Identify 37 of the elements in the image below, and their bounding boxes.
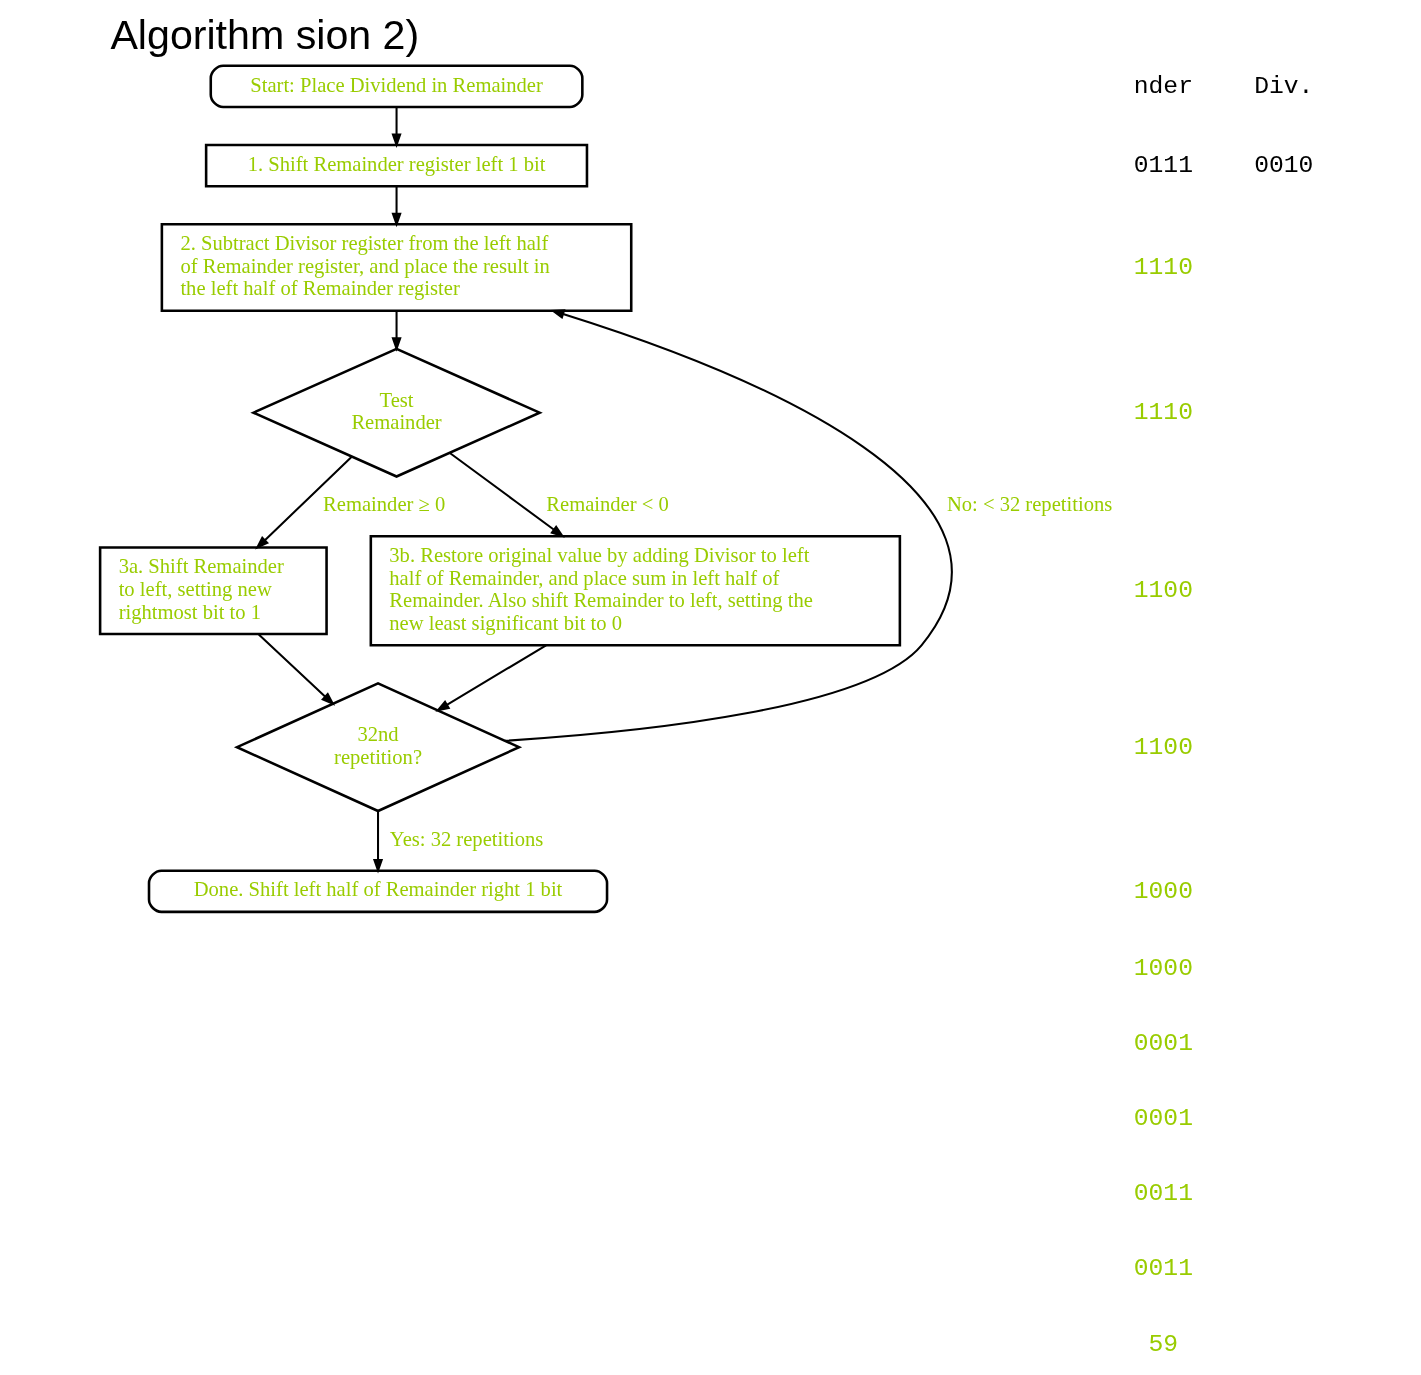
label: 0011 <box>1133 1179 1193 1208</box>
node-box: 3b. Restore original value by adding Divisor to left half of Remainder, and place sum in left half of Remainder. Also shift Remainder to left, setting the new least significant bit to 0 <box>369 534 901 647</box>
node-box: Start: Place Dividend in Remainder <box>209 64 584 109</box>
label: 0111 <box>1133 151 1193 180</box>
label: 1100 <box>1133 732 1193 761</box>
arrow <box>254 456 352 550</box>
label: 0011 <box>1133 1254 1193 1283</box>
node-box: 2. Subtract Divisor register from the left half of Remainder register, and place the result in the left half of Remainder register <box>160 223 632 313</box>
node-box: 3a. Shift Remainder to left, setting new rightmost bit to 1 <box>98 546 328 636</box>
node-diamond: Test Remainder <box>249 347 543 478</box>
node-box: Done. Shift left half of Remainder right 1 bit <box>147 869 608 914</box>
arrow <box>391 107 402 148</box>
edge-label: Remainder ≥ 0 <box>322 493 445 516</box>
arrow <box>391 311 402 352</box>
label: 59 <box>1148 1329 1178 1358</box>
edge-label: Yes: 32 repetitions <box>389 828 543 851</box>
label: 1110 <box>1133 252 1193 281</box>
arrow <box>434 644 547 712</box>
node-diamond: 32nd repetition? <box>233 681 522 813</box>
label: 0001 <box>1133 1029 1193 1058</box>
label: Div. <box>1253 71 1313 100</box>
arrow <box>257 633 335 706</box>
label: 1110 <box>1133 398 1193 427</box>
label: 1000 <box>1133 953 1193 982</box>
label: 0001 <box>1133 1104 1193 1133</box>
label: 0010 <box>1253 151 1313 180</box>
arrow <box>391 186 402 228</box>
edge-label: Remainder < 0 <box>545 493 669 516</box>
arrow <box>448 452 565 538</box>
arrow <box>504 309 952 742</box>
edge-label: No: < 32 repetitions <box>946 493 1112 516</box>
diagram-title: Algorithm sion 2) <box>109 12 419 59</box>
label: 1100 <box>1133 576 1193 605</box>
arrow <box>372 811 383 874</box>
label: nder <box>1133 71 1193 100</box>
node-box: 1. Shift Remainder register left 1 bit <box>204 143 588 188</box>
label: 1000 <box>1133 876 1193 905</box>
